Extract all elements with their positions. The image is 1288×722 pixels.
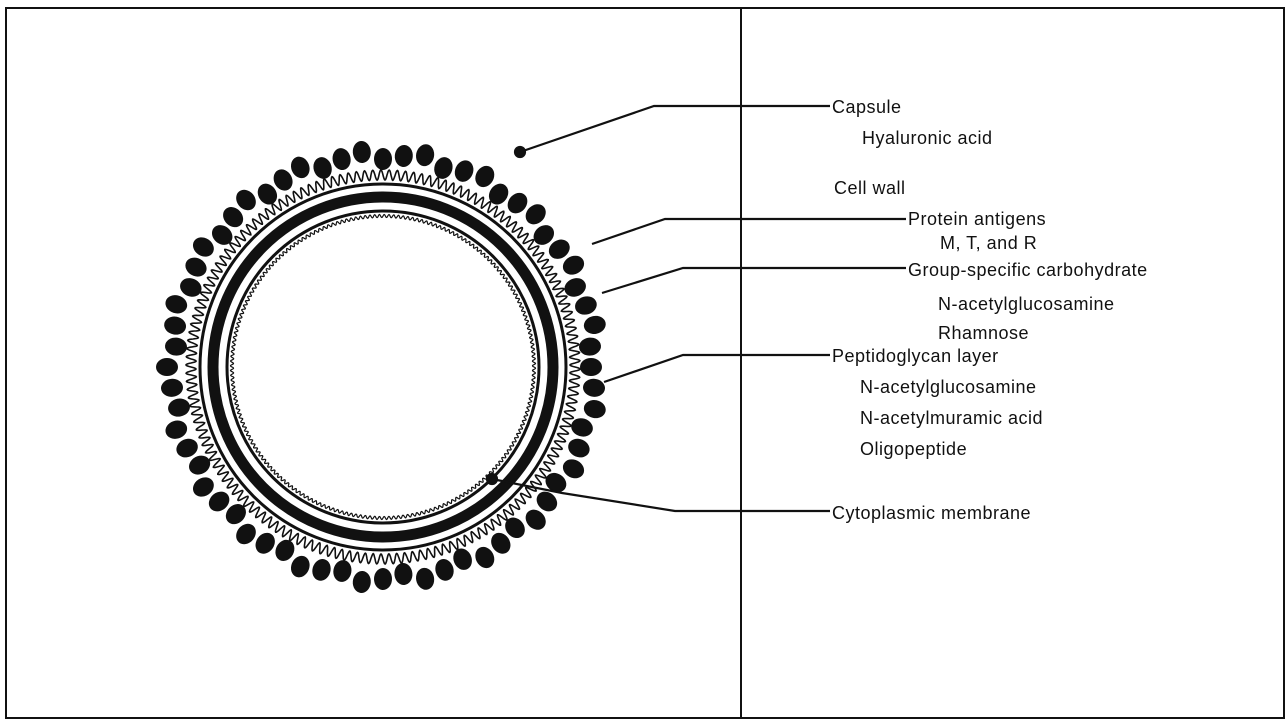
capsule-blob: [432, 155, 456, 181]
capsule-blob: [414, 143, 436, 168]
label-protein-sub: M, T, and R: [940, 233, 1037, 253]
capsule-blob: [450, 546, 475, 573]
label-pep-sub-1: N-acetylglucosamine: [860, 377, 1037, 397]
leader-lines: [487, 106, 906, 511]
cell-wall-outer-ring: [200, 184, 566, 550]
capsule-blob: [182, 254, 210, 280]
leader-protein-antigens: [592, 219, 906, 244]
capsule-blob: [156, 358, 178, 376]
capsule-blob: [331, 558, 353, 583]
capsule-blob: [582, 378, 606, 398]
capsule-blob: [452, 157, 477, 184]
label-group-sub-1: N-acetylglucosamine: [938, 294, 1115, 314]
capsule-blob: [352, 140, 372, 164]
capsule-blob: [565, 436, 592, 461]
figure-border: [6, 8, 1284, 718]
peptidoglycan-ring: [213, 197, 553, 537]
label-capsule-sub: Hyaluronic acid: [862, 128, 993, 148]
capsule-blob: [578, 337, 602, 357]
leader-cytoplasmic-dot: [487, 474, 497, 484]
label-peptidoglycan: Peptidoglycan layer: [832, 346, 999, 366]
capsule-blob: [573, 294, 599, 318]
capsule-blob: [331, 147, 353, 172]
capsule-blob: [374, 148, 392, 170]
capsule-blob: [310, 557, 334, 583]
capsule-blob: [177, 275, 204, 300]
capsule-blob: [414, 566, 436, 591]
capsule-blob: [393, 562, 413, 586]
cell-illustration: [156, 140, 607, 594]
label-pep-sub-2: N-acetylmuramic acid: [860, 408, 1043, 428]
capsule-blob: [374, 568, 392, 590]
leader-peptidoglycan: [604, 355, 830, 382]
capsule-blob: [582, 398, 607, 420]
leader-capsule-dot: [515, 147, 525, 157]
label-group-carbohydrate: Group-specific carbohydrate: [908, 260, 1148, 280]
leader-capsule: [520, 106, 830, 152]
capsule-blob: [163, 315, 188, 337]
capsule-blob: [163, 292, 189, 316]
capsule-blob: [160, 378, 184, 398]
capsule-blob: [288, 553, 313, 580]
capsule-blob: [166, 397, 191, 419]
label-cytoplasmic-membrane: Cytoplasmic membrane: [832, 503, 1031, 523]
capsule-blob: [582, 314, 607, 336]
capsule-blob: [163, 418, 189, 442]
labels: Capsule Hyaluronic acid Cell wall Protei…: [832, 97, 1148, 523]
capsule-blob: [164, 337, 188, 357]
label-capsule: Capsule: [832, 97, 902, 117]
carbohydrate-wiggle-layer: [186, 170, 580, 564]
capsule-blob: [352, 570, 372, 594]
label-cell-wall: Cell wall: [834, 178, 906, 198]
capsule-blob: [433, 557, 457, 583]
capsule-blob: [580, 358, 602, 376]
label-group-sub-2: Rhamnose: [938, 323, 1029, 343]
label-protein-antigens: Protein antigens: [908, 209, 1046, 229]
label-pep-sub-3: Oligopeptide: [860, 439, 967, 459]
leader-group-carbohydrate: [602, 268, 906, 293]
capsule-blob: [394, 144, 414, 168]
